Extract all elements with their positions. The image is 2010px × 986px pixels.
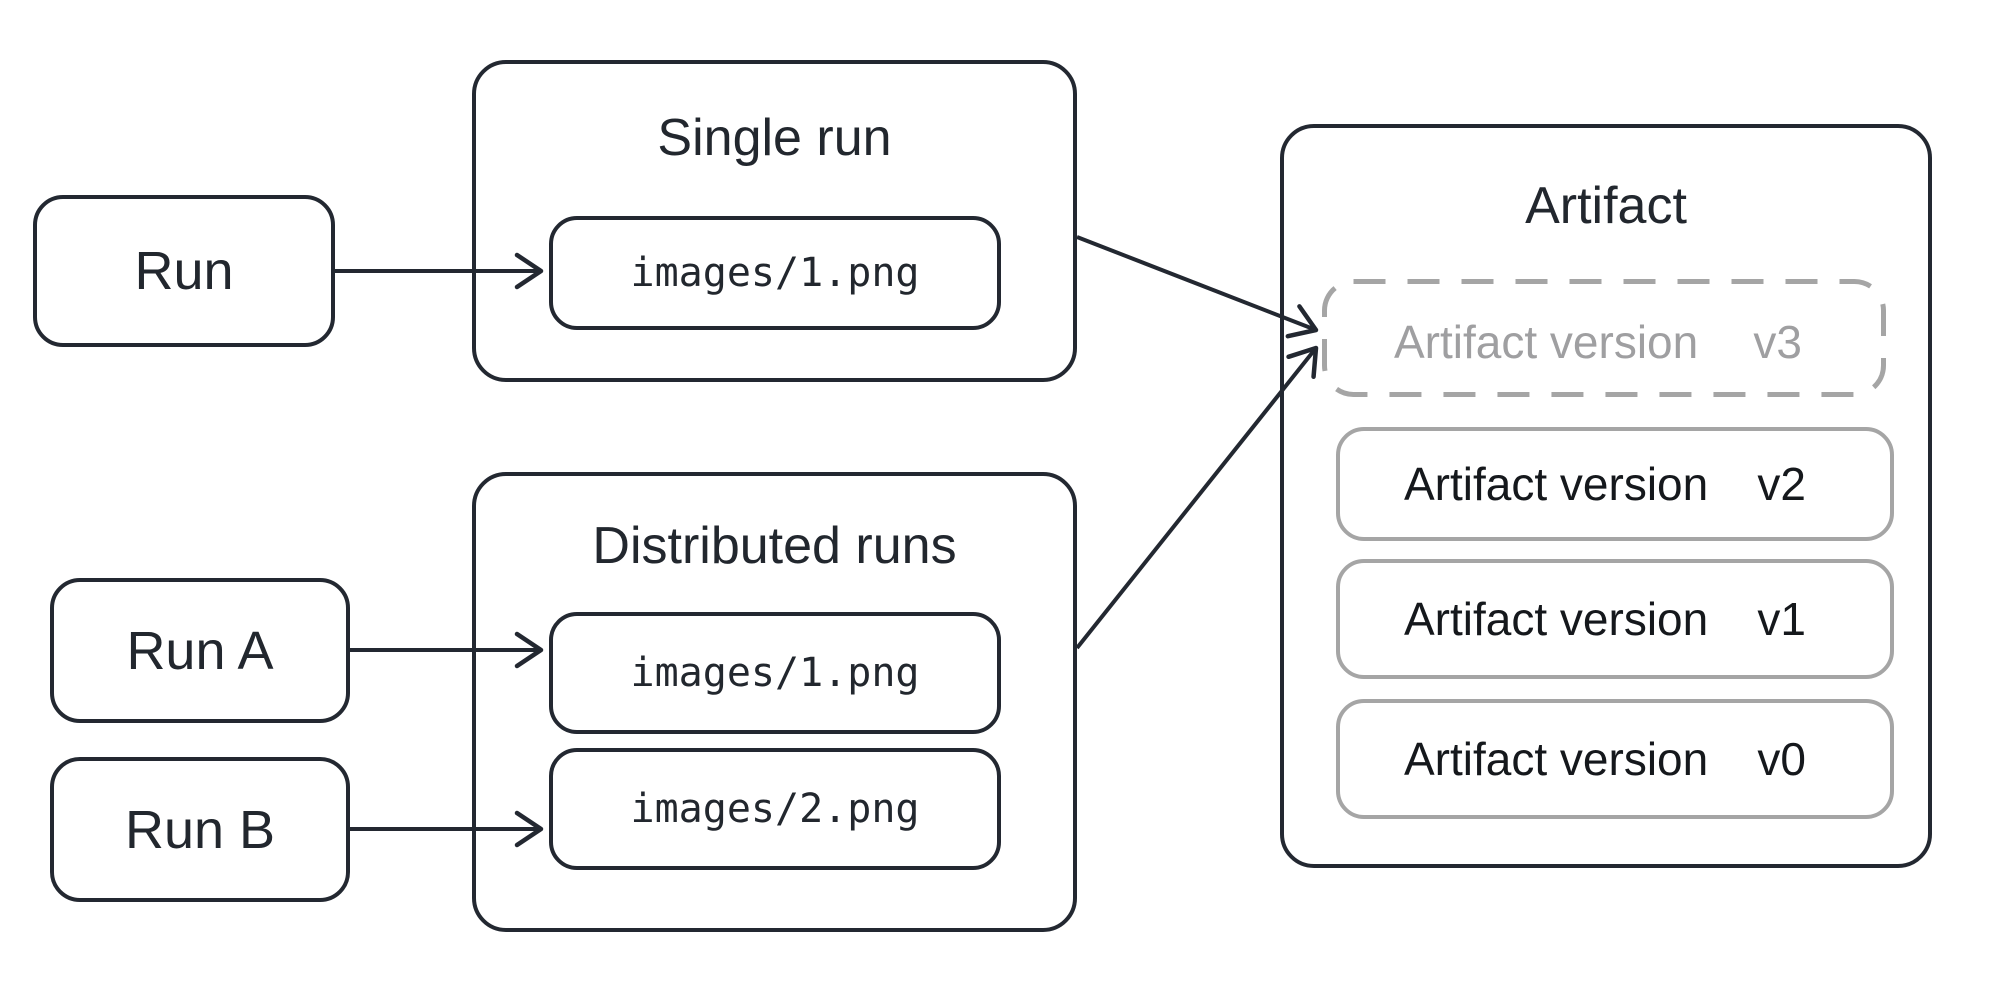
run-b-node-label: Run B (124, 799, 276, 860)
run-a-node-label: Run A (126, 620, 274, 681)
artifact-version-v0: Artifact version v0 (1336, 699, 1894, 819)
run-a-node: Run A (50, 578, 350, 723)
distributed-runs-group-title: Distributed runs (592, 517, 957, 575)
artifact-version-v3: Artifact version v3 (1326, 283, 1890, 401)
distributed-runs-group: Distributed runs images/1.png images/2.p… (472, 472, 1077, 932)
artifact-group-title: Artifact (1525, 177, 1687, 235)
run-node: Run (33, 195, 335, 347)
run-node-label: Run (134, 241, 234, 301)
single-run-group: Single run images/1.png (472, 60, 1077, 382)
artifact-version-v2: Artifact version v2 (1336, 427, 1894, 541)
artifact-group: Artifact Artifact version v3 Artifact ve… (1280, 124, 1932, 868)
single-run-group-title: Single run (657, 109, 892, 167)
artifact-version-v0-label: Artifact version (1404, 733, 1709, 785)
artifact-version-v1: Artifact version v1 (1336, 559, 1894, 679)
artifact-version-v1-tag: v1 (1757, 593, 1806, 645)
artifact-version-v1-label: Artifact version (1404, 593, 1709, 645)
artifact-version-v3-tag: v3 (1753, 316, 1802, 368)
artifact-version-v3-label: Artifact version (1394, 316, 1699, 368)
run-b-node: Run B (50, 757, 350, 902)
distributed-runs-file-2: images/2.png (549, 748, 1001, 870)
artifact-version-v2-label: Artifact version (1404, 458, 1709, 510)
single-run-file-1: images/1.png (549, 216, 1001, 330)
artifact-version-v2-tag: v2 (1757, 458, 1806, 510)
distributed-runs-file-1: images/1.png (549, 612, 1001, 734)
artifact-version-v0-tag: v0 (1757, 733, 1806, 785)
